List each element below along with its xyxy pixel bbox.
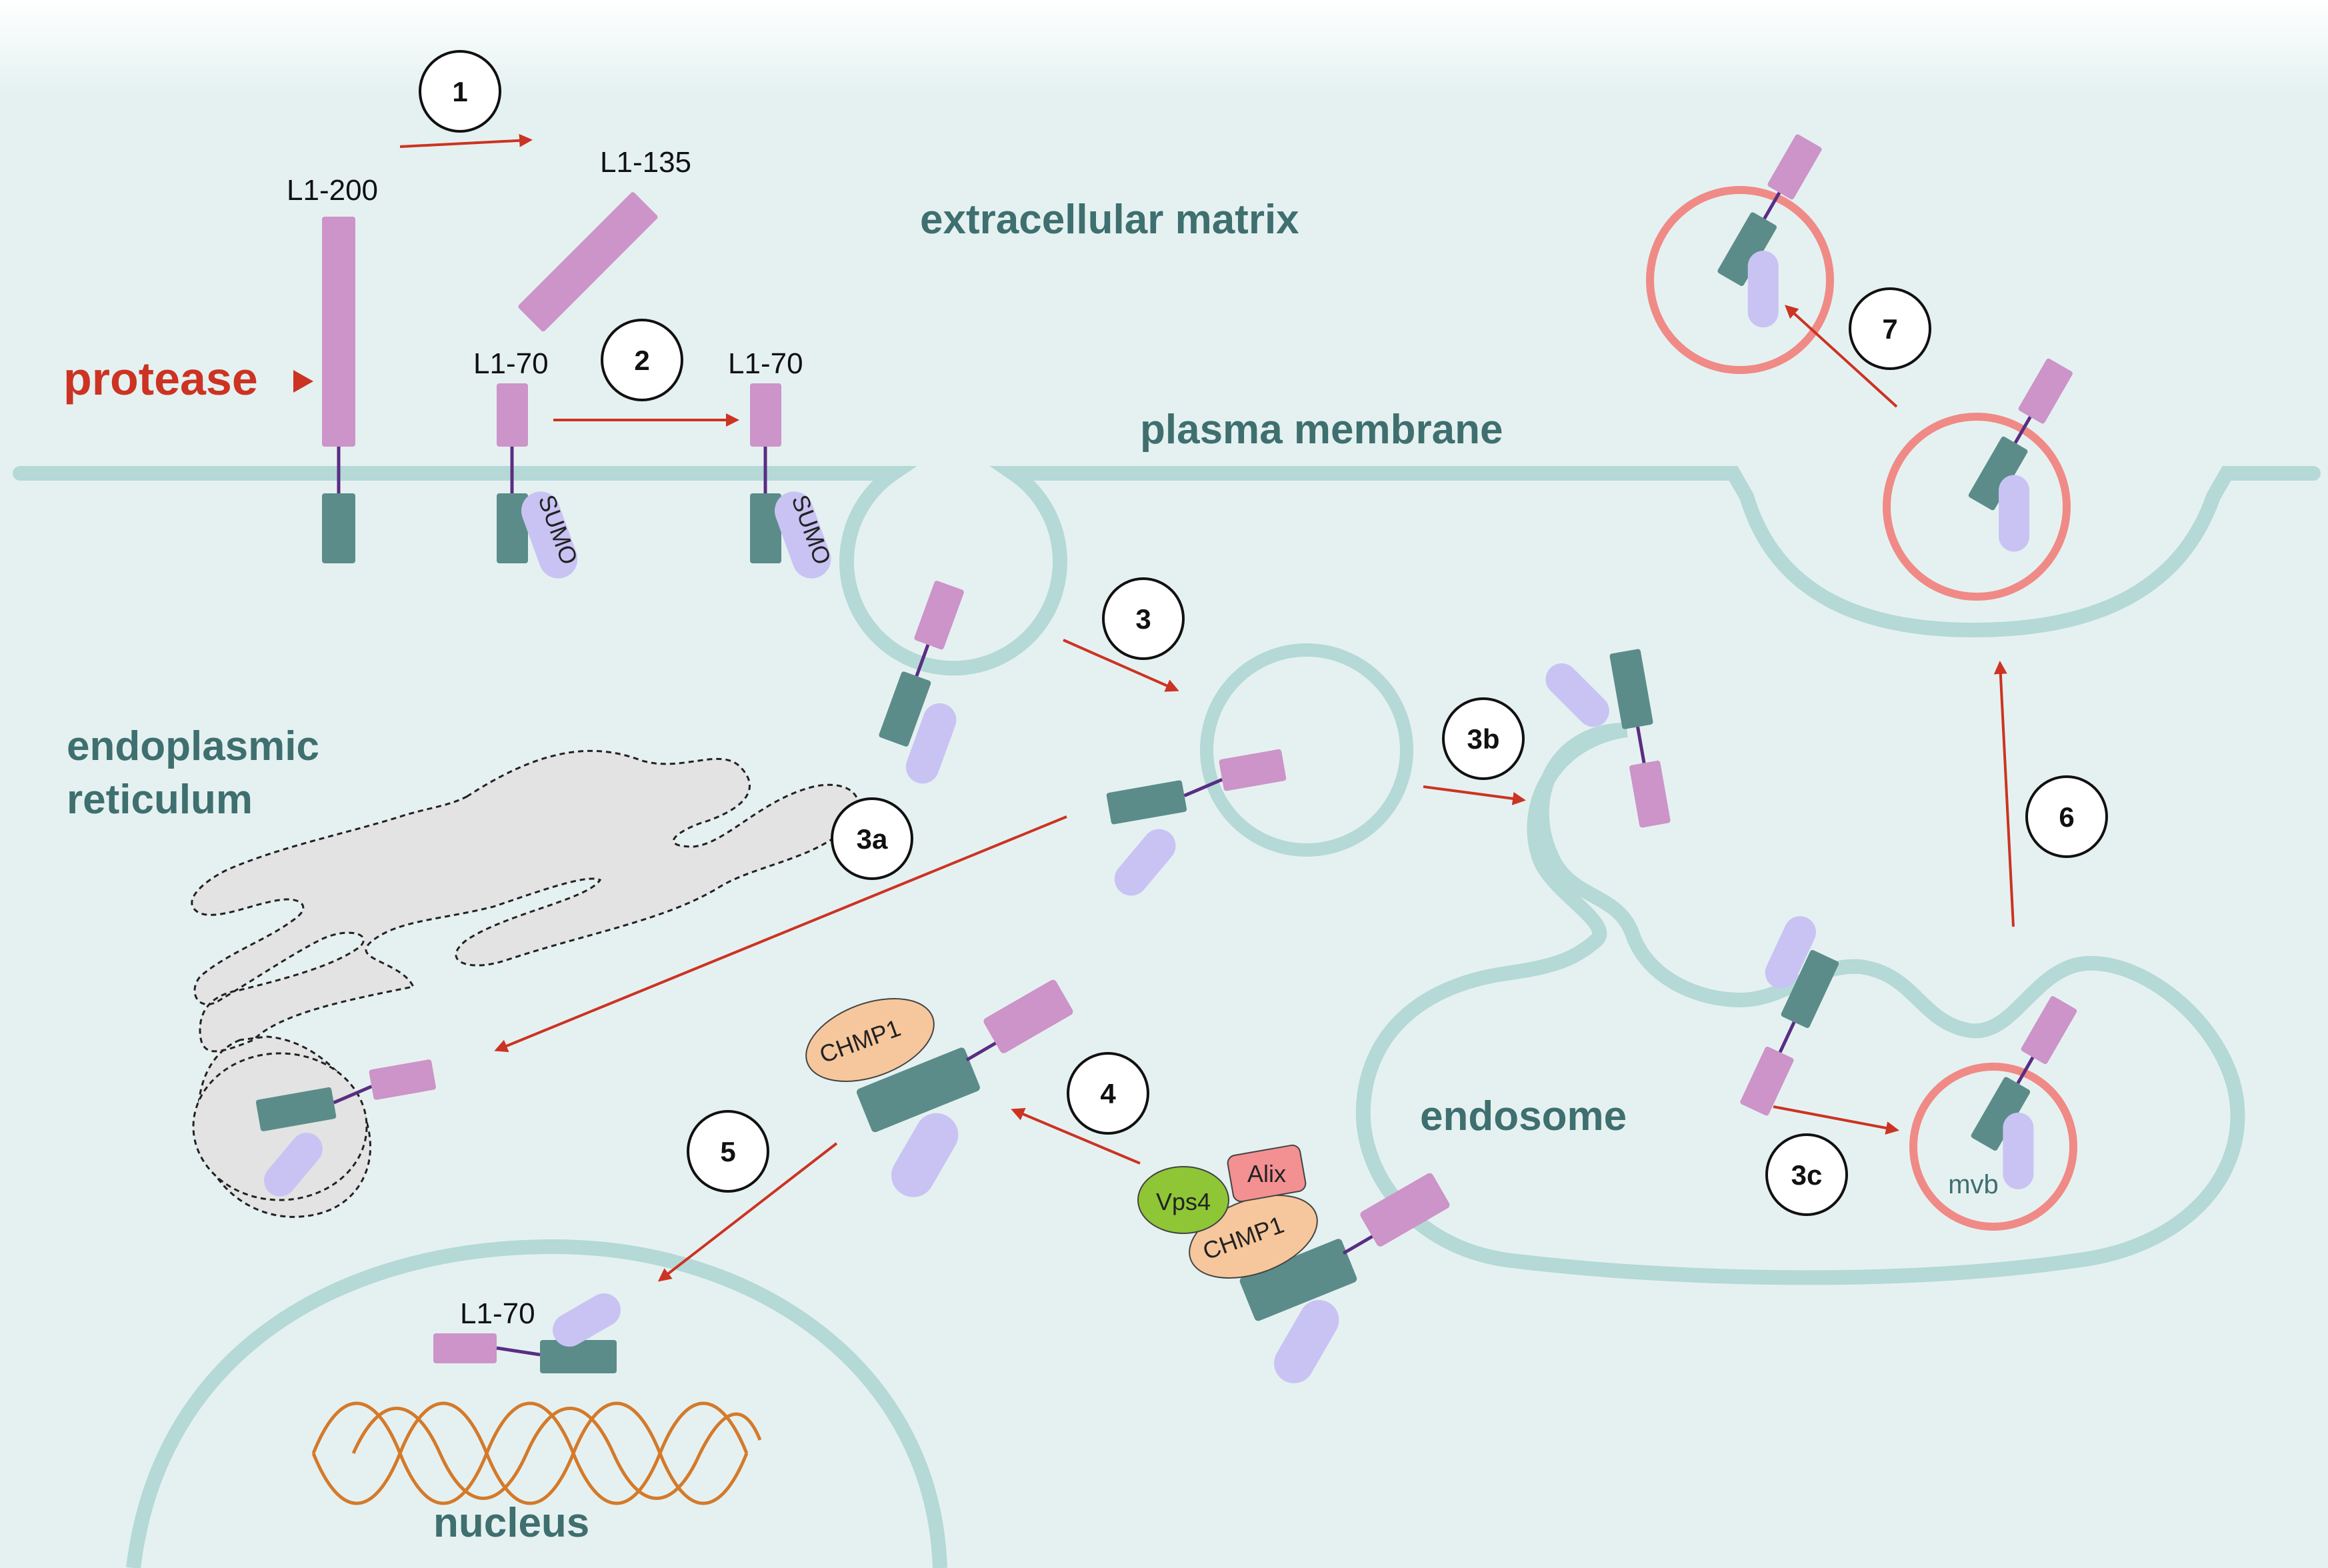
released-exosome xyxy=(1646,186,1834,374)
plasma-membrane-label: plasma membrane xyxy=(1140,407,1503,453)
arrow-7 xyxy=(1785,305,1898,408)
l1-135-fragment xyxy=(518,192,658,332)
l1-70-in-pit xyxy=(879,581,964,784)
step-6-label: 6 xyxy=(2059,801,2074,833)
step-3-label: 3 xyxy=(1135,603,1151,635)
vps4-label: Vps4 xyxy=(1156,1188,1211,1215)
mvb-label: mvb xyxy=(1948,1170,1999,1199)
vps4 xyxy=(1137,1166,1229,1234)
l1-70-in-vesicle xyxy=(1106,749,1287,896)
arrow-3b xyxy=(1423,785,1526,805)
arrow-1 xyxy=(399,133,533,148)
l1-70-in-mvb xyxy=(1971,996,2077,1189)
l1-70-in-released-exosome xyxy=(1717,134,1822,328)
step-2-label: 2 xyxy=(634,345,649,376)
step-5-circle xyxy=(687,1110,769,1193)
step-3a-label: 3a xyxy=(857,823,888,855)
nucleus-envelope xyxy=(126,1239,947,1568)
step-1-label: 1 xyxy=(452,76,467,107)
l1-135-label: L1-135 xyxy=(600,146,691,179)
l1-200-protein xyxy=(322,217,355,563)
endosome-label: endosome xyxy=(1420,1093,1627,1139)
er-label-line1: endoplasmic xyxy=(67,723,319,769)
exosome-in-pocket xyxy=(1883,413,2071,601)
dna xyxy=(311,1401,762,1505)
l1-70-sumo-protein-b xyxy=(750,383,831,579)
step-7-label: 7 xyxy=(1882,313,1897,345)
l1-70-on-endosome-inner xyxy=(1740,916,1839,1116)
arrow-3 xyxy=(1063,639,1179,692)
l1-70-on-endosome-tubule xyxy=(1545,649,1671,828)
l1-70-label-nucleus: L1-70 xyxy=(460,1297,535,1330)
step-6-circle xyxy=(2025,775,2108,858)
step-4-label: 4 xyxy=(1100,1078,1116,1109)
l1-200-label: L1-200 xyxy=(287,174,378,207)
endocytic-vesicle xyxy=(1200,643,1413,857)
l1-70-in-er xyxy=(255,1059,436,1197)
step-3b-circle xyxy=(1442,697,1525,780)
l1-70-label-b: L1-70 xyxy=(728,347,803,380)
step-circles xyxy=(419,50,2108,1216)
arrow-3c xyxy=(1773,1105,1899,1135)
extracellular-matrix-label: extracellular matrix xyxy=(920,197,1299,243)
l1-70-chmp1-complex xyxy=(805,979,1073,1197)
mvb-vesicle xyxy=(1909,1063,2077,1231)
arrow-4 xyxy=(1011,1107,1141,1165)
arrow-3a xyxy=(494,815,1067,1053)
l1-70-sumo-protein-a xyxy=(497,383,578,579)
protease-label: protease xyxy=(63,353,258,405)
er-label-line2: reticulum xyxy=(67,777,253,823)
l1-70-in-exosome-pocket xyxy=(1968,358,2073,552)
alix xyxy=(1227,1144,1307,1203)
chmp1-a xyxy=(805,998,935,1082)
l1-70-in-nucleus xyxy=(433,1293,621,1373)
l1-70-escrt-complex xyxy=(1137,1144,1450,1383)
extracellular-fade xyxy=(0,0,2328,93)
arrow-5 xyxy=(657,1142,838,1282)
protease-pointer xyxy=(293,370,313,393)
step-4-circle xyxy=(1067,1052,1149,1135)
step-2-circle xyxy=(601,319,683,401)
plasma-membrane xyxy=(13,466,2321,676)
l1-70-label-a: L1-70 xyxy=(473,347,549,380)
alix-label: Alix xyxy=(1247,1160,1286,1187)
step-1-circle xyxy=(419,50,501,133)
step-5-label: 5 xyxy=(720,1136,735,1167)
arrows xyxy=(399,133,2015,1282)
arrow-6 xyxy=(1993,661,2015,927)
step-7-circle xyxy=(1849,287,1931,370)
nucleus-label: nucleus xyxy=(433,1500,589,1546)
step-3-circle xyxy=(1102,577,1185,660)
step-3b-label: 3b xyxy=(1467,723,1499,755)
step-3c-circle xyxy=(1765,1133,1848,1216)
endosome-membrane xyxy=(1355,723,2245,1285)
step-3c-label: 3c xyxy=(1791,1159,1823,1191)
step-3a-circle xyxy=(831,797,913,880)
